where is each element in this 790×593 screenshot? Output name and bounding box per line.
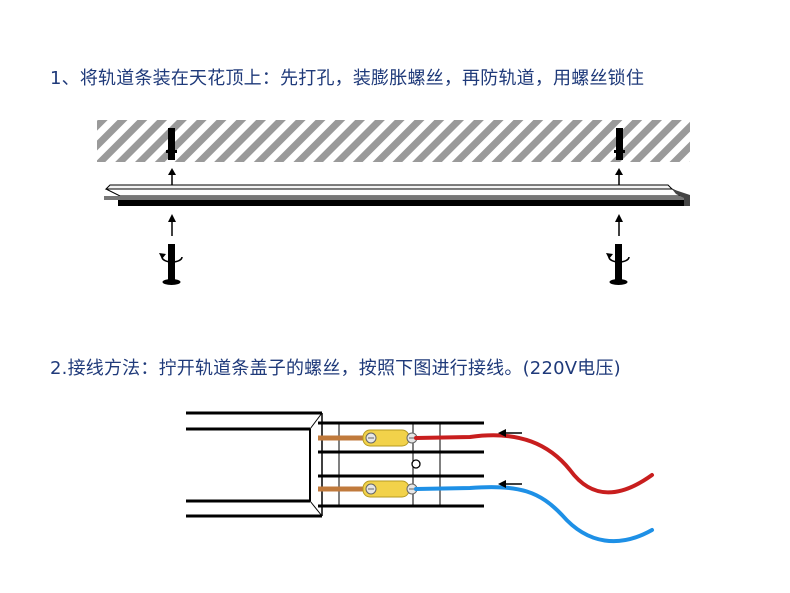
up-arrow-icon <box>168 214 176 236</box>
left-arrow-icon <box>498 429 522 437</box>
expansion-screw-icon <box>162 244 181 285</box>
center-terminal-icon <box>411 459 421 469</box>
expansion-screw-icon <box>609 244 628 285</box>
up-arrow-icon <box>615 168 623 186</box>
live-wire-red <box>414 433 654 495</box>
rail-end-cross-section <box>186 411 484 518</box>
rotate-arrow-icon <box>606 253 630 263</box>
track-rail <box>104 184 690 206</box>
ceiling-hatch <box>97 120 690 162</box>
step2-title: 2.接线方法：拧开轨道条盖子的螺丝，按照下图进行接线。(220V电压) <box>50 358 621 379</box>
rotate-arrow-icon <box>159 253 183 263</box>
up-arrow-icon <box>168 168 176 186</box>
ceiling-anchor-left <box>166 128 177 160</box>
neutral-wire-blue <box>414 485 654 544</box>
ceiling-anchor-right <box>614 128 625 160</box>
connector-bottom <box>362 480 418 498</box>
left-arrow-icon <box>498 480 522 488</box>
connector-top <box>362 429 418 447</box>
up-arrow-icon <box>615 214 623 236</box>
step1-title: 1、将轨道条装在天花顶上：先打孔，装膨胀螺丝，再防轨道，用螺丝锁住 <box>50 68 645 89</box>
